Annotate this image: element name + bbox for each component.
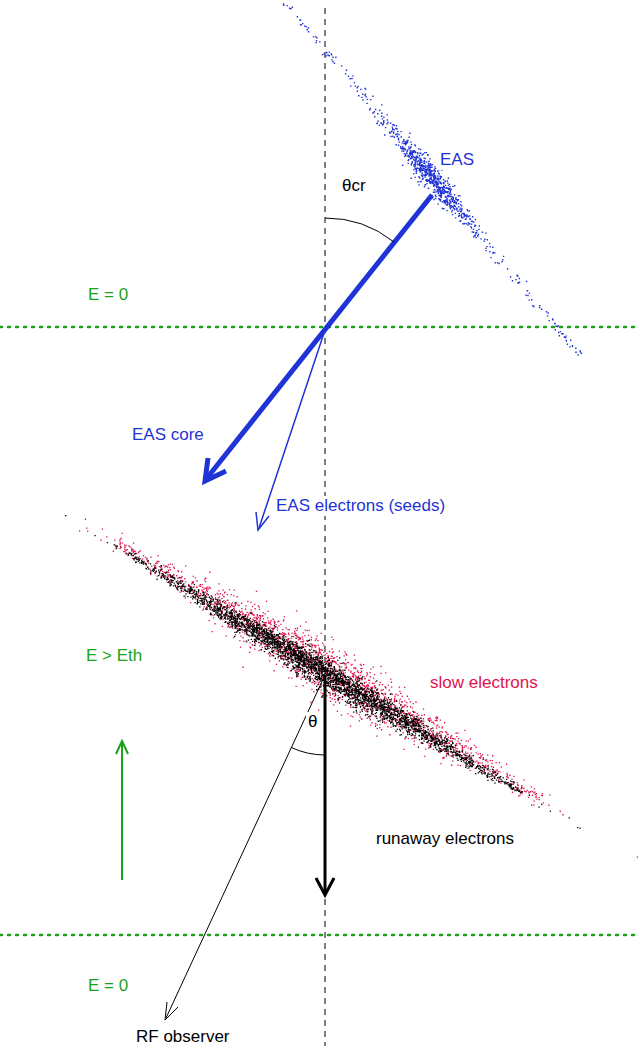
arrow-head <box>116 741 128 754</box>
field-label: E = 0 <box>86 285 130 305</box>
arrow-label: runaway electrons <box>374 829 516 849</box>
observer-line <box>166 675 325 1018</box>
field-boundary <box>0 934 640 937</box>
arrow-head <box>316 878 334 895</box>
particle-dots <box>65 515 581 829</box>
angle-label: θcr <box>340 176 368 196</box>
field-boundary <box>0 326 640 329</box>
vertical-axis <box>325 8 326 1046</box>
arrow-label: EAS core <box>130 425 206 445</box>
eas-core-arrow <box>207 195 432 478</box>
arrow-head <box>205 458 226 481</box>
particle-dots <box>283 3 582 355</box>
angle-arc <box>325 218 394 242</box>
angle-label: θ <box>306 712 319 732</box>
observer-label: RF observer <box>134 1027 232 1047</box>
field-label: E > Eth <box>84 646 144 666</box>
field-arrow <box>121 742 123 880</box>
runaway-arrow <box>324 675 327 893</box>
arrow-head <box>165 1002 178 1020</box>
angle-arc <box>291 748 325 756</box>
field-label: E = 0 <box>86 976 130 996</box>
arrow-head <box>256 512 269 530</box>
arrow-label: EAS electrons (seeds) <box>274 496 447 516</box>
cloud-label: slow electrons <box>428 673 540 693</box>
particle-clouds <box>65 3 638 857</box>
shower-label: EAS <box>438 150 476 170</box>
